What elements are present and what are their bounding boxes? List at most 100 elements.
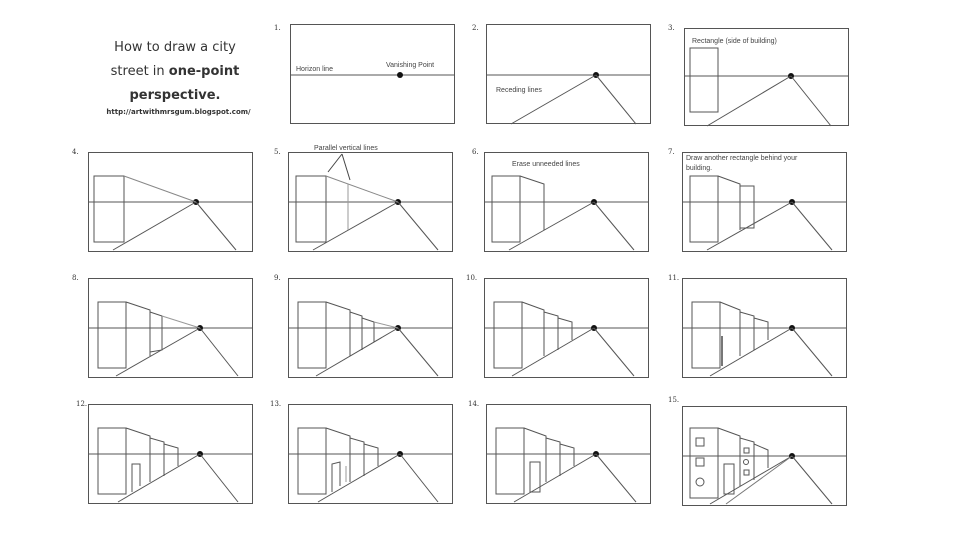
second-building — [545, 437, 561, 476]
building-rectangle — [491, 175, 521, 243]
receding-label: Receding lines — [496, 87, 542, 94]
second-building — [739, 311, 755, 350]
step-3-panel: Rectangle (side of building) — [684, 28, 849, 127]
step-7-panel: Draw another rectangle behind your build… — [682, 152, 847, 252]
receding-line — [112, 201, 197, 251]
building-side — [717, 427, 741, 486]
source-url: http://artwithmrsgum.blogspot.com/ — [106, 108, 251, 116]
step-number: 3. — [668, 24, 675, 32]
receding-line — [791, 327, 833, 377]
vanishing-point — [397, 72, 403, 78]
step-2-panel: Receding lines — [486, 24, 651, 125]
building-side — [519, 175, 545, 230]
receding-line — [115, 327, 201, 377]
doorway — [723, 463, 735, 495]
guide-line — [123, 175, 197, 203]
building-side — [521, 301, 545, 356]
second-building — [349, 437, 365, 476]
building-rectangle — [689, 175, 719, 243]
arrow — [341, 153, 351, 181]
receding-line — [511, 327, 595, 377]
step-number: 10. — [466, 274, 478, 282]
receding-line — [709, 327, 793, 377]
step-number: 2. — [472, 24, 479, 32]
window — [743, 447, 750, 454]
receding-line — [312, 201, 399, 251]
third-building — [557, 317, 573, 340]
step-9-panel — [288, 278, 453, 378]
window — [695, 437, 705, 447]
title-line-1: How to draw a city — [114, 40, 236, 55]
receding-line — [399, 453, 439, 503]
building-rectangle — [493, 301, 523, 369]
receding-line — [595, 74, 637, 125]
step-4-panel — [88, 152, 253, 252]
receding-line — [709, 455, 793, 505]
receding-line — [706, 75, 792, 127]
second-rectangle — [739, 185, 755, 229]
doorway — [331, 461, 341, 492]
receding-line — [706, 201, 793, 251]
building-rectangle — [97, 301, 127, 369]
receding-line — [595, 453, 637, 503]
receding-line — [513, 453, 597, 503]
third-building — [559, 443, 575, 466]
building-side — [125, 427, 151, 482]
receding-line — [195, 201, 237, 251]
building-rectangle — [495, 427, 525, 495]
step-11-panel — [682, 278, 847, 378]
building-rectangle — [689, 47, 719, 113]
panel-frame — [290, 24, 455, 124]
erase-label: Erase unneeded lines — [512, 161, 580, 168]
third-building — [163, 443, 179, 466]
step-15-panel — [682, 406, 847, 506]
building-rectangle — [297, 427, 327, 495]
receding-line — [117, 453, 201, 503]
step-number: 14. — [468, 400, 480, 408]
round-window — [695, 477, 705, 487]
step-number: 11. — [668, 274, 680, 282]
vanishing-label: Vanishing Point — [386, 62, 434, 69]
building-rectangle — [97, 427, 127, 495]
building-side — [719, 301, 741, 356]
receding-line — [199, 453, 239, 503]
step-10-panel — [484, 278, 649, 378]
step-13-panel — [288, 404, 453, 504]
guide-line — [161, 315, 201, 329]
second-building — [543, 311, 559, 350]
step-12-panel — [88, 404, 253, 504]
receding-line — [593, 201, 635, 251]
building-rectangle — [295, 175, 327, 243]
guide-line — [325, 175, 399, 203]
round-window — [743, 459, 749, 465]
receding-line — [791, 455, 833, 505]
building-side — [717, 175, 741, 230]
step-6-panel: Erase unneeded lines — [484, 152, 649, 252]
building-side — [523, 427, 547, 482]
receding-line — [593, 327, 635, 377]
building-side — [325, 301, 351, 356]
arrow — [327, 153, 343, 173]
receding-line — [397, 327, 439, 377]
receding-line — [510, 74, 597, 125]
step-number: 13. — [270, 400, 282, 408]
receding-line — [317, 453, 401, 503]
building-rectangle — [297, 301, 327, 369]
step-number: 5. — [274, 148, 281, 156]
building-rectangle — [689, 427, 719, 499]
sidewalk-line — [725, 455, 793, 505]
step-number: 12. — [76, 400, 88, 408]
rectangle-label: Rectangle (side of building) — [692, 38, 777, 45]
building-rectangle — [691, 301, 721, 369]
third-building — [753, 317, 769, 340]
parallel-label: Parallel vertical lines — [314, 145, 378, 152]
title-line-2b: one-point — [168, 64, 240, 79]
window — [695, 457, 705, 467]
receding-line — [790, 75, 832, 127]
receding-line — [199, 327, 239, 377]
third-building — [363, 443, 379, 466]
building-side — [125, 301, 151, 356]
second-building — [149, 437, 165, 476]
step-14-panel — [486, 404, 651, 504]
receding-line — [315, 327, 399, 377]
